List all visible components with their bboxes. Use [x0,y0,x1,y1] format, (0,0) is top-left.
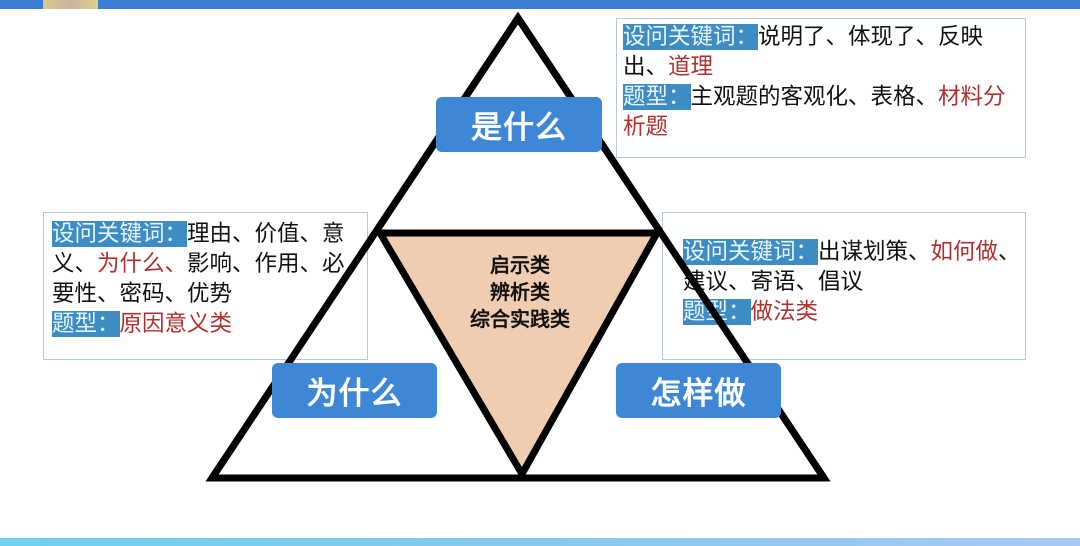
label-why-text: 为什么 [306,376,403,412]
label-why: 为什么 [272,363,437,418]
type-emphasis: 原因意义类 [119,311,233,337]
top-bar [0,0,1080,9]
keyword-label: 设问关键词： [683,239,819,265]
keyword-label: 设问关键词： [52,221,188,247]
type-text: 主观题的客观化、表格、 [690,84,939,110]
keywords-text: 出谋划策、 [818,239,931,265]
label-what-text: 是什么 [471,110,567,146]
info-box-why: 设问关键词：理由、价值、意义、为什么、影响、作用、必要性、密码、优势 题型：原因… [43,212,368,360]
type-label: 题型： [683,299,751,325]
info-box-how: 设问关键词：出谋划策、如何做、建议、寄语、倡议 题型：做法类 [662,212,1026,360]
center-line: 综合实践类 [470,307,570,331]
label-how-text: 怎样做 [650,376,747,412]
info-box-what: 设问关键词：说明了、体现了、反映出、道理 题型：主观题的客观化、表格、材料分析题 [616,18,1026,158]
label-what: 是什么 [436,97,602,152]
thumbnail-image [43,0,98,9]
center-categories: 启示类 辨析类 综合实践类 [420,252,620,333]
type-emphasis: 做法类 [750,299,819,325]
bottom-bar [0,538,1080,546]
type-label: 题型： [623,84,691,110]
center-line: 启示类 [490,253,550,277]
keyword-label: 设问关键词： [623,24,759,50]
keywords-emphasis: 道理 [668,54,714,80]
keywords-emphasis: 为什么、 [97,251,188,277]
center-line: 辨析类 [490,280,550,304]
type-label: 题型： [52,311,120,337]
label-how: 怎样做 [616,363,781,418]
keywords-emphasis: 如何做 [930,239,999,265]
